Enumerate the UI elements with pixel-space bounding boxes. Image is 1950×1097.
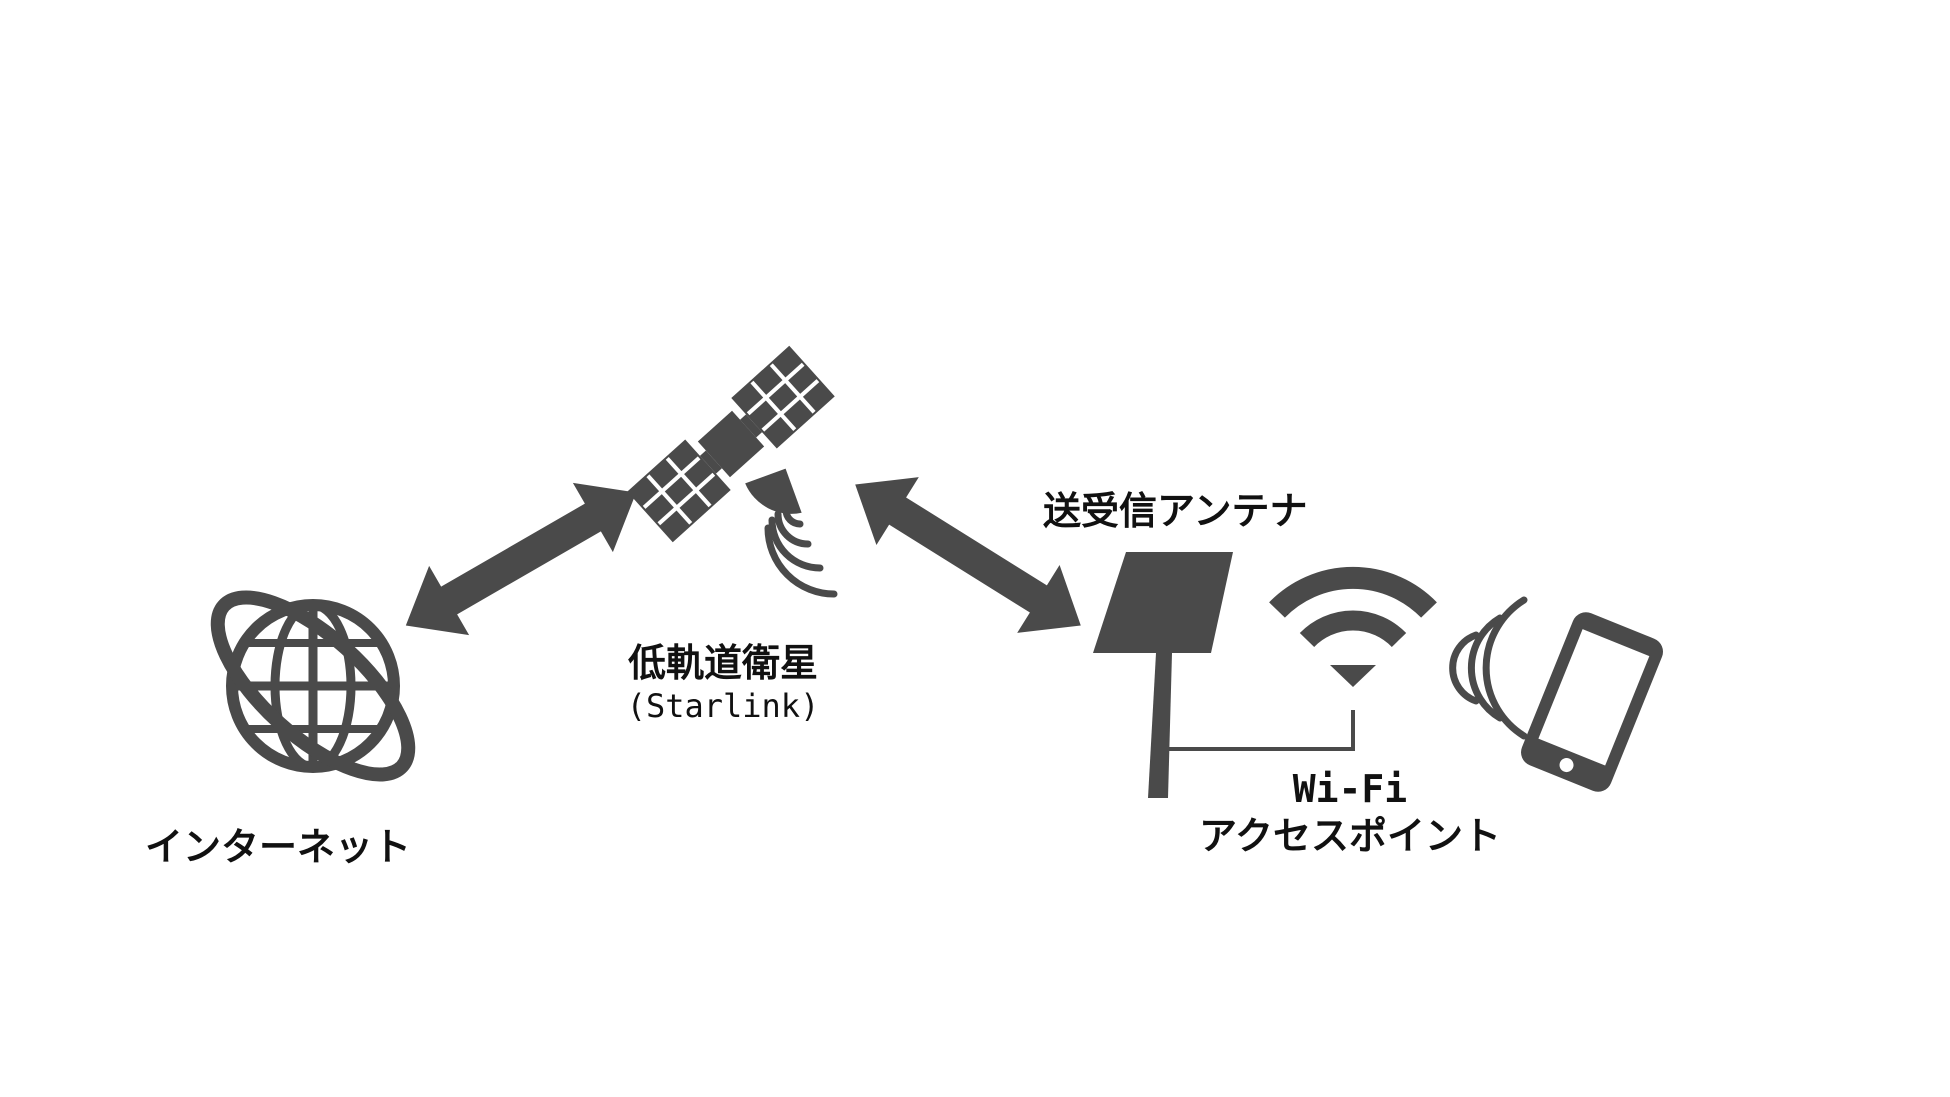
smartphone-icon [1521, 612, 1663, 792]
antenna-icon [1093, 552, 1233, 798]
access-point-label-line1: Wi-Fi [1292, 767, 1408, 811]
access-point-label-line2: アクセスポイント [1198, 814, 1502, 858]
wireless-waves-icon [1449, 596, 1528, 740]
arrow-satellite-antenna [855, 477, 1081, 633]
satellite-icon [627, 345, 838, 598]
internet-label: インターネット [145, 825, 412, 869]
satellite-label: 低軌道衛星 [627, 641, 818, 685]
antenna-label: 送受信アンテナ [1043, 489, 1308, 533]
wifi-icon [1269, 566, 1437, 687]
connection-antenna-ap [1166, 710, 1355, 751]
satellite-sublabel: (Starlink) [626, 687, 820, 725]
globe-icon [210, 590, 416, 782]
arrow-internet-satellite [405, 482, 637, 636]
